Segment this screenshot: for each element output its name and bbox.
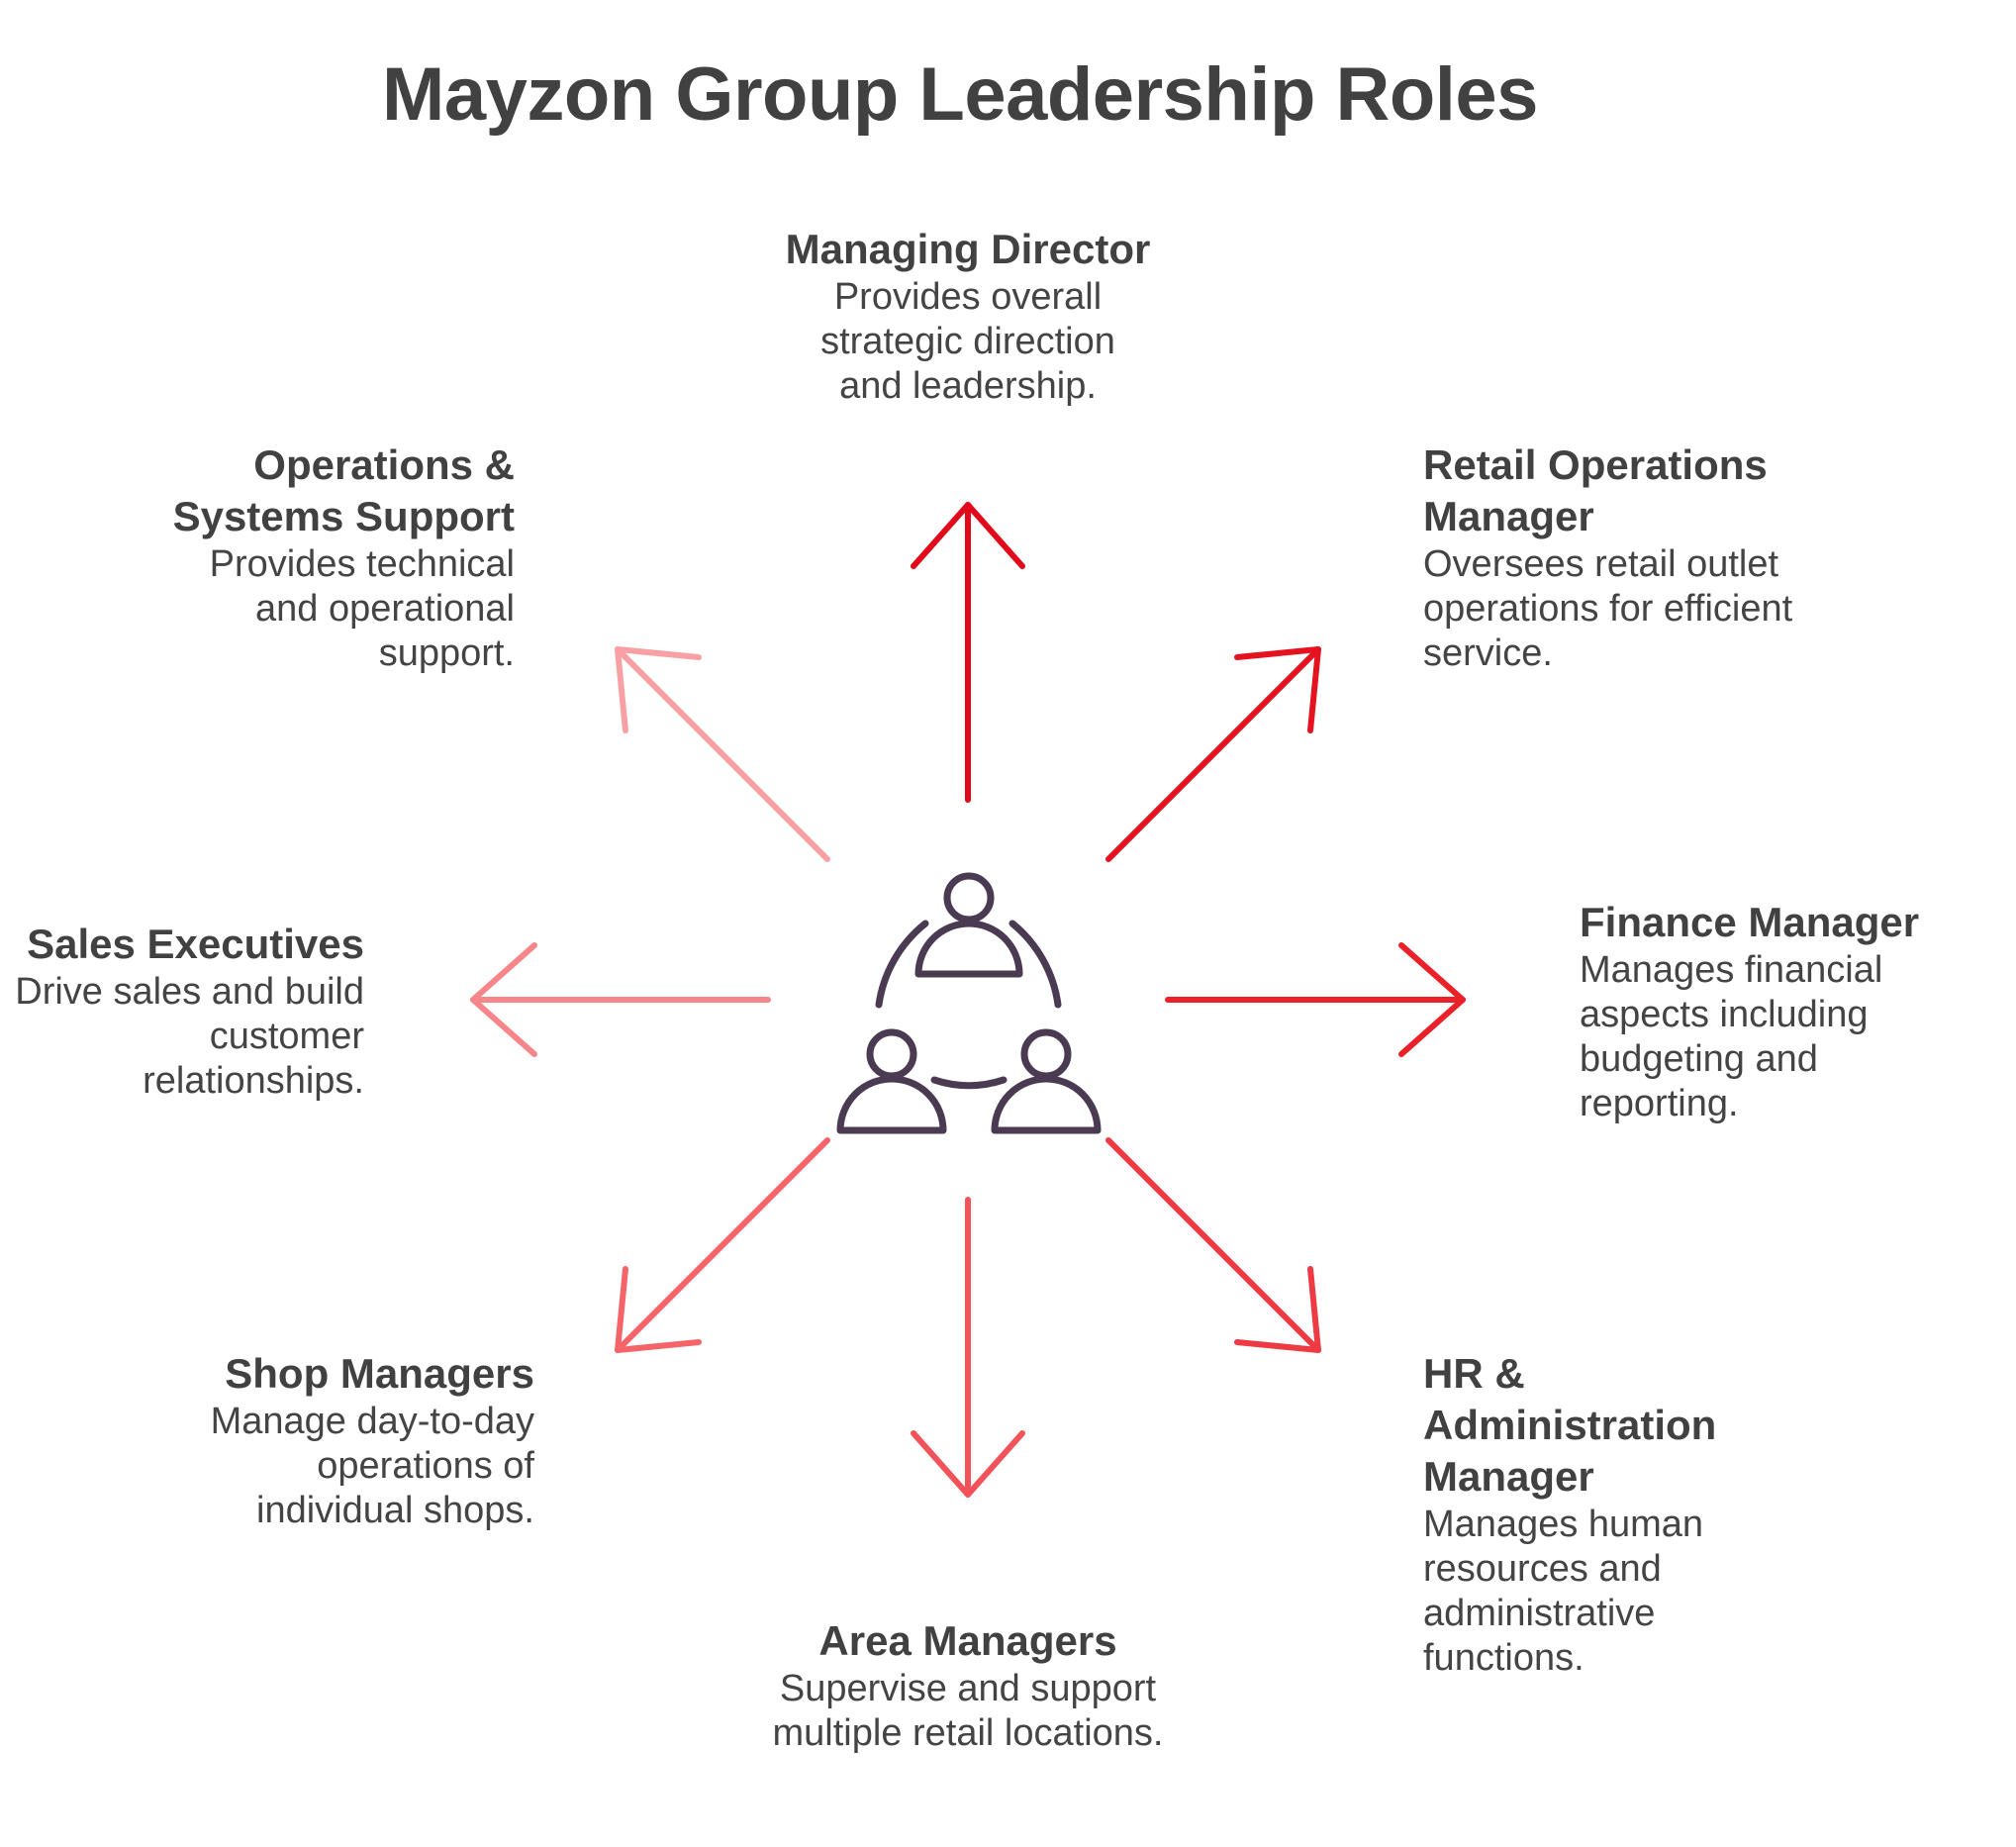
role-description: Oversees retail outlet operations for ef… [1423,543,1793,674]
arrow-shop-managers [615,1137,830,1353]
role-operations-support: Operations & Systems Support Provides te… [129,439,515,676]
arrow-retail-operations [1105,646,1321,862]
role-description: Manage day-to-day operations of individu… [210,1401,534,1531]
role-title: Managing Director [785,226,1151,272]
role-title: Operations & Systems Support [172,441,515,539]
role-description: Supervise and support multiple retail lo… [772,1668,1164,1754]
role-title: HR & Administration Manager [1423,1350,1717,1500]
arrow-hr-administration [1105,1137,1321,1353]
role-shop-managers: Shop Managers Manage day-to-day operatio… [148,1348,534,1533]
arrow-sales-executives [470,942,771,1057]
role-description: Manages financial aspects including budg… [1580,949,1883,1124]
role-description: Manages human resources and administrati… [1423,1504,1704,1679]
role-finance: Finance Manager Manages financial aspect… [1580,897,1975,1126]
role-title: Retail Operations Manager [1423,441,1768,539]
role-title: Sales Executives [27,921,364,967]
role-hr-administration: HR & Administration Manager Manages huma… [1423,1348,1750,1681]
role-sales-executives: Sales Executives Drive sales and build c… [0,919,364,1104]
role-description: Provides technical and operational suppo… [209,543,515,674]
role-managing-director: Managing Director Provides overall strat… [770,224,1166,409]
role-title: Shop Managers [225,1350,534,1397]
role-title: Area Managers [818,1617,1117,1664]
page-title: Mayzon Group Leadership Roles [382,52,1538,137]
arrow-managing-director [911,502,1025,803]
arrow-area-managers [911,1197,1025,1498]
role-description: Provides overall strategic direction and… [820,276,1115,407]
team-people-icon [836,872,1102,1134]
role-description: Drive sales and build customer relations… [15,971,364,1102]
role-retail-operations: Retail Operations Manager Oversees retai… [1423,439,1819,676]
arrow-finance [1165,942,1466,1057]
arrow-operations-support [615,646,830,862]
role-area-managers: Area Managers Supervise and support mult… [755,1615,1181,1756]
role-title: Finance Manager [1580,899,1920,945]
